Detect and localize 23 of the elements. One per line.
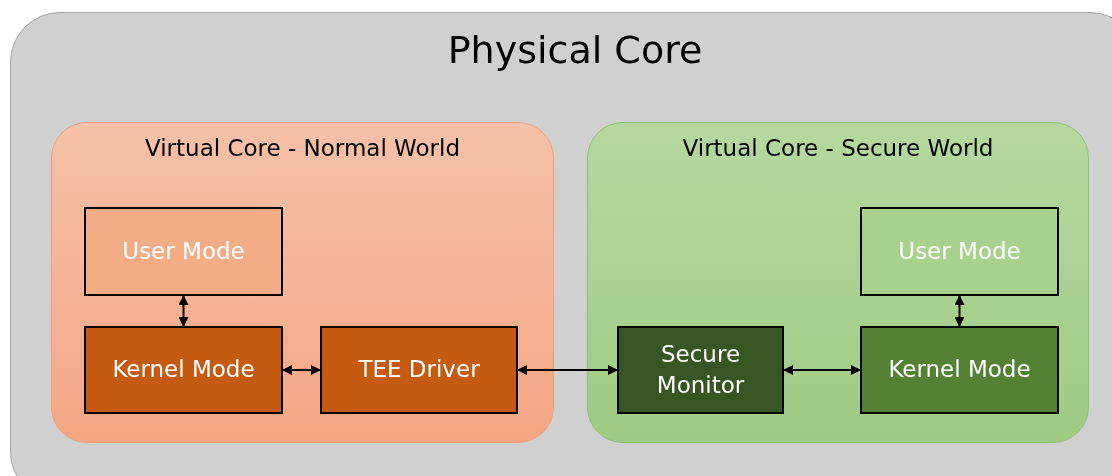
box-label: User Mode [897, 237, 1022, 266]
core-panel [10, 12, 1112, 476]
double-arrow [954, 295, 965, 327]
process-box [84, 207, 283, 296]
process-box [860, 207, 1059, 296]
group-title: Virtual Core - Normal World [143, 135, 462, 162]
group-title: Physical Core [446, 28, 704, 73]
process-box [84, 326, 283, 414]
process-box [617, 326, 784, 414]
group-panel [51, 122, 554, 443]
double-arrow [282, 365, 321, 375]
double-arrow [178, 295, 189, 327]
process-box [860, 326, 1059, 414]
box-label: Secure Monitor [655, 339, 746, 400]
box-label: User Mode [121, 237, 246, 266]
box-label: TEE Driver [357, 355, 481, 385]
double-arrow [517, 365, 618, 375]
process-box [320, 326, 518, 414]
double-arrow [783, 365, 861, 375]
box-label: Kernel Mode [111, 355, 256, 385]
box-label: Kernel Mode [887, 355, 1032, 385]
group-panel [587, 122, 1089, 443]
group-title: Virtual Core - Secure World [681, 135, 995, 162]
